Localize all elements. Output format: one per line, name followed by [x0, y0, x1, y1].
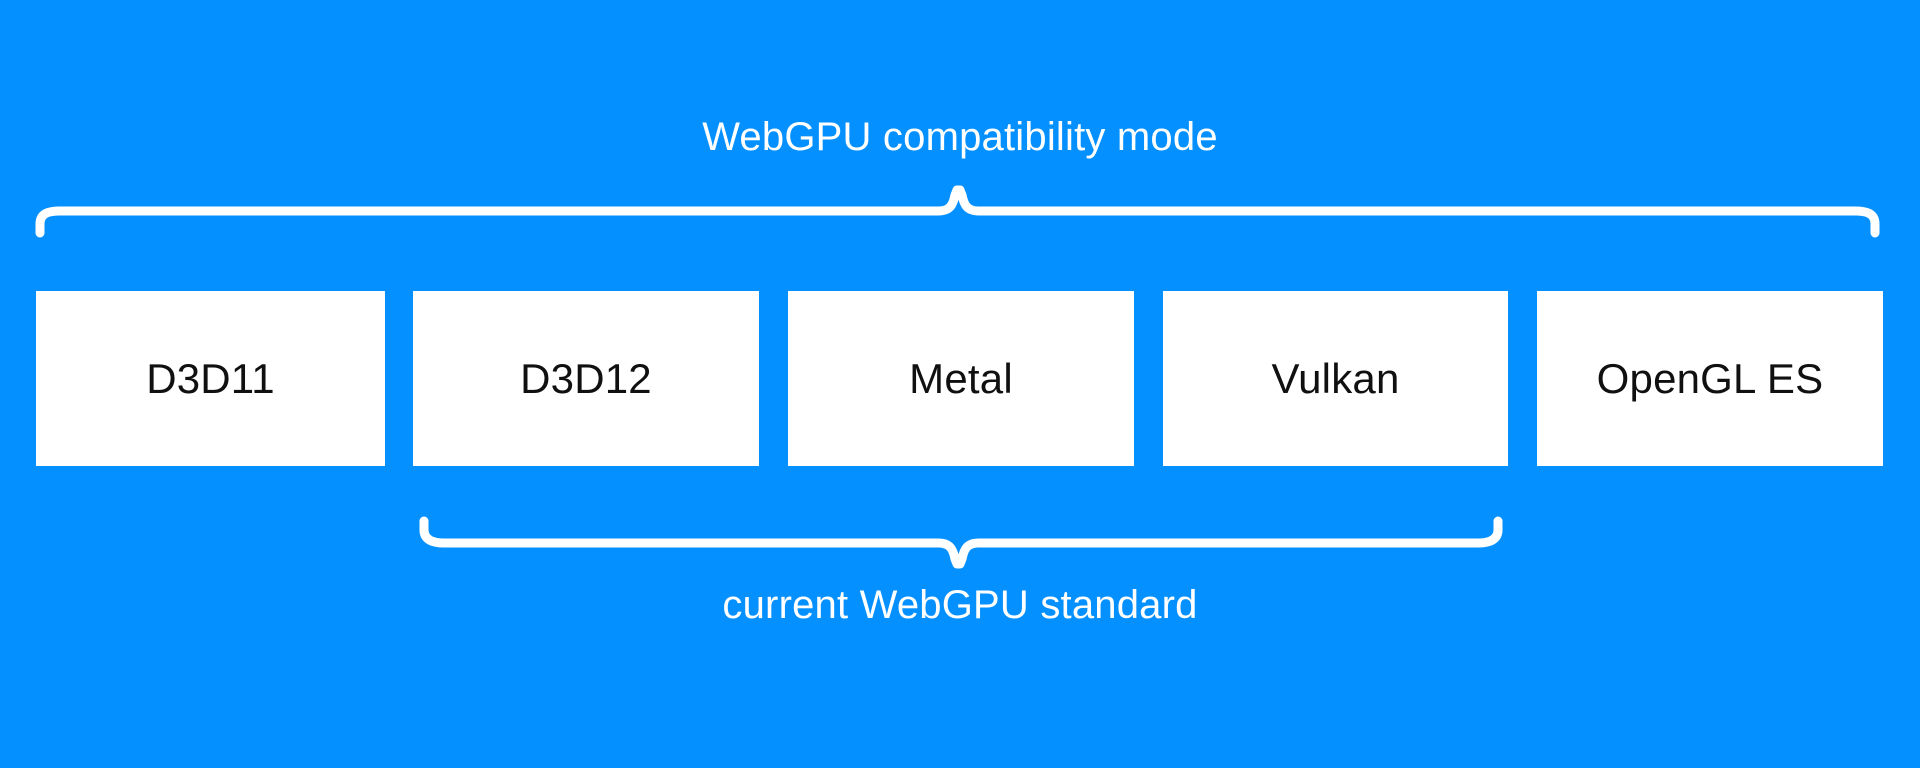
api-box-d3d11[interactable]: D3D11	[36, 291, 385, 466]
api-box-vulkan[interactable]: Vulkan	[1163, 291, 1508, 466]
api-box-opengl-es[interactable]: OpenGL ES	[1537, 291, 1883, 466]
api-boxes-row: D3D11 D3D12 Metal Vulkan OpenGL ES	[0, 291, 1920, 466]
api-box-label: OpenGL ES	[1596, 354, 1824, 402]
api-box-label: Metal	[909, 354, 1013, 402]
api-box-label: D3D12	[520, 354, 652, 402]
api-box-label: D3D11	[146, 354, 275, 402]
top-brace-label: WebGPU compatibility mode	[702, 115, 1218, 159]
api-box-metal[interactable]: Metal	[788, 291, 1134, 466]
api-box-d3d12[interactable]: D3D12	[413, 291, 759, 466]
bottom-brace-label: current WebGPU standard	[722, 583, 1198, 627]
api-box-label: Vulkan	[1271, 354, 1400, 402]
